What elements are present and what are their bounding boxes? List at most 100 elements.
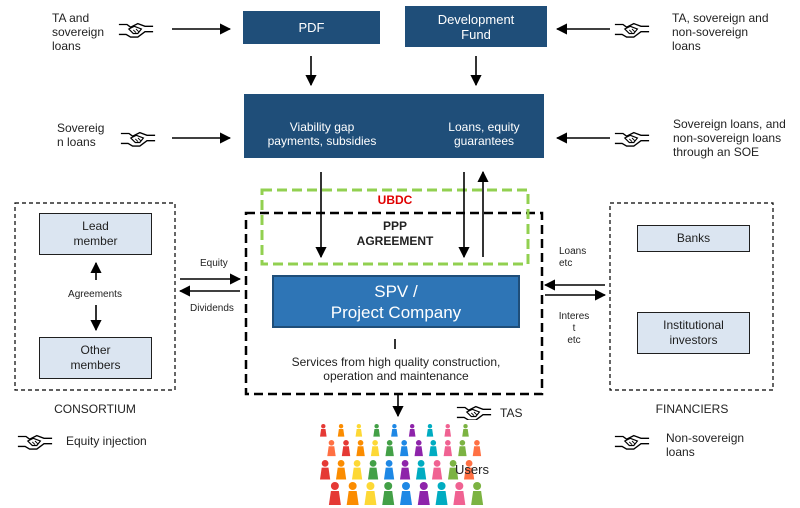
crowd-person-body <box>336 467 347 480</box>
crowd-person-body <box>414 446 423 457</box>
crowd-person-body <box>320 428 327 437</box>
crowd-person-body <box>443 446 453 457</box>
banks-box: Banks <box>637 225 750 252</box>
crowd-person-head <box>330 482 339 490</box>
crowd-person-body <box>364 491 377 505</box>
crowd-person-head <box>430 440 437 446</box>
crowd-person-body <box>391 428 398 437</box>
crowd-person-head <box>417 460 425 467</box>
crowd-person-head <box>356 424 362 429</box>
crowd-person-head <box>338 424 344 429</box>
users-label: Users <box>455 462 489 477</box>
crowd-person-body <box>337 428 345 437</box>
crowd-person-body <box>356 446 365 457</box>
services-label: Services from high quality construction,… <box>291 355 501 383</box>
sovereign-soe-label: Sovereign loans, and non-sovereign loans… <box>673 117 786 159</box>
dividends-label: Dividends <box>190 303 234 314</box>
crowd-person-body <box>373 428 380 437</box>
crowd-person-head <box>348 482 357 490</box>
crowd-person-head <box>445 440 451 446</box>
crowd-person-head <box>384 482 393 490</box>
crowd-person-head <box>372 440 378 446</box>
crowd-person-body <box>346 491 359 505</box>
crowd-person-head <box>409 424 415 429</box>
handshake-icon <box>118 22 154 38</box>
crowd-person-body <box>432 467 443 480</box>
crowd-person-head <box>337 460 345 467</box>
crowd-person-head <box>366 482 375 490</box>
development-fund-box: Development Fund <box>405 6 547 47</box>
crowd-person-body <box>435 491 448 505</box>
handshake-icon <box>614 131 650 147</box>
crowd-person-body <box>448 467 459 480</box>
viability-gap-label: Viability gap payments, subsidies <box>267 120 377 148</box>
crowd-person-head <box>474 440 480 446</box>
crowd-person-body <box>400 491 412 505</box>
crowd-person-body <box>429 446 438 457</box>
consortium-frame <box>14 202 176 391</box>
crowd-person-head <box>402 482 410 490</box>
crowd-person-head <box>328 440 335 446</box>
consortium-title: CONSORTIUM <box>54 402 136 416</box>
crowd-person-body <box>327 446 336 457</box>
crowd-person-head <box>463 424 468 429</box>
crowd-person-body <box>472 446 482 457</box>
crowd-person-head <box>343 440 349 446</box>
crowd-person-head <box>459 440 466 446</box>
crowd-person-head <box>427 424 433 429</box>
handshake-icon <box>17 434 53 450</box>
agreements-label: Agreements <box>68 289 122 300</box>
crowd-person-body <box>416 467 427 480</box>
ppp-frame <box>244 211 544 396</box>
crowd-person-head <box>321 460 329 467</box>
crowd-person-body <box>341 446 351 457</box>
handshake-icon <box>614 22 650 38</box>
crowd-person-head <box>385 460 393 467</box>
crowd-person-head <box>353 460 361 467</box>
crowd-person-body <box>426 428 434 437</box>
crowd-person-body <box>320 467 331 480</box>
interest-etc-label: Interes t etc <box>558 311 590 346</box>
crowd-icon <box>315 420 485 505</box>
ta-sovereign-loans-label: TA and sovereign loans <box>52 11 105 53</box>
crowd-person-body <box>385 446 394 457</box>
loans-equity-label: Loans, equity guarantees <box>448 120 520 148</box>
ubdc-label: UBDC <box>377 193 413 207</box>
other-members-box: Other members <box>39 337 152 379</box>
crowd-person-body <box>408 428 416 437</box>
crowd-person-head <box>455 482 464 490</box>
crowd-person-body <box>462 428 469 437</box>
crowd-person-head <box>415 440 422 446</box>
funding-bar <box>244 94 544 158</box>
crowd-person-body <box>355 428 363 437</box>
crowd-person-head <box>437 482 446 490</box>
handshake-icon <box>456 405 492 421</box>
crowd-person-head <box>445 424 450 429</box>
crowd-person-body <box>400 467 411 480</box>
crowd-person-body <box>417 491 430 505</box>
pdf-box: PDF <box>243 11 380 44</box>
financiers-title: FINANCIERS <box>655 402 729 416</box>
crowd-person-body <box>368 467 379 480</box>
crowd-person-body <box>400 446 409 457</box>
crowd-person-head <box>449 460 457 467</box>
crowd-person-head <box>473 482 482 490</box>
crowd-person-body <box>444 428 452 437</box>
ubdc-frame <box>260 188 530 266</box>
crowd-person-body <box>382 491 395 505</box>
crowd-person-head <box>401 460 409 467</box>
crowd-person-head <box>374 424 379 429</box>
crowd-person-body <box>453 491 466 505</box>
loans-etc-label: Loans etc <box>559 246 587 269</box>
handshake-icon <box>120 131 156 147</box>
sovereign-loans-label: Sovereig n loans <box>57 121 105 149</box>
crowd-person-head <box>386 440 393 446</box>
crowd-person-body <box>458 446 467 457</box>
ta-non-sovereign-label: TA, sovereign and non-sovereign loans <box>672 11 769 53</box>
crowd-person-body <box>328 491 341 505</box>
crowd-person-head <box>369 460 377 467</box>
crowd-person-head <box>419 482 428 490</box>
crowd-person-body <box>384 467 395 480</box>
crowd-person-head <box>357 440 364 446</box>
